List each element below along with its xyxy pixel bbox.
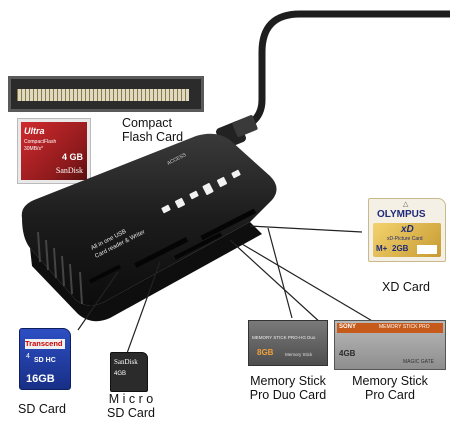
label-compact-flash: Compact Flash Card <box>122 116 183 144</box>
cf-type: CompactFlash <box>24 139 57 145</box>
label-compact-flash-line1: Compact <box>122 116 173 130</box>
led-indicators <box>161 169 241 214</box>
sd-class: 4 <box>26 353 30 360</box>
pointer-lines <box>77 225 375 357</box>
micro-sd-card: SanDisk 4GB <box>110 352 148 392</box>
xd-type: M+ <box>376 244 388 253</box>
ms-pro-card: SONY MEMORY STICK PRO 4GB MAGIC GATE <box>334 320 446 370</box>
ms-pro-capacity: 4GB <box>339 349 356 358</box>
ms-duo-maker: Memory Stick <box>285 352 313 357</box>
label-micro-sd-line1: M i c r o <box>108 392 154 406</box>
slot-cf <box>134 237 189 268</box>
sd-card: Transcend 4 SD HC 16GB <box>19 328 71 390</box>
cf-brand: Ultra <box>24 126 45 136</box>
xd-warning-icon: △ <box>403 201 409 208</box>
slot-sd <box>88 264 122 284</box>
cf-speed: 30MB/s* <box>24 146 43 152</box>
label-ms-pro-line2: Pro Card <box>364 388 416 402</box>
xd-logo: xD <box>401 224 414 235</box>
micro-sd-capacity: 4GB <box>114 371 127 377</box>
ms-pro-duo-card: MEMORY STICK PRO-HG Duo 8GB Memory Stick <box>248 320 328 366</box>
xd-capacity: 2GB <box>392 244 409 253</box>
label-ms-pro-line1: Memory Stick <box>352 374 428 388</box>
ms-duo-name: MEMORY STICK PRO-HG Duo <box>252 335 316 340</box>
label-micro-sd-line2: SD Card <box>107 406 155 420</box>
cf-connector-strip <box>8 76 204 112</box>
label-sd-card: SD Card <box>18 402 66 416</box>
xd-brand: OLYMPUS <box>377 209 426 220</box>
cf-card: Ultra CompactFlash 30MB/s* 4 GB SanDisk <box>17 118 91 184</box>
ms-pro-maker: MAGIC GATE <box>403 359 435 365</box>
label-xd-card: XD Card <box>382 280 430 294</box>
cf-maker: SanDisk <box>55 166 83 175</box>
cf-capacity: 4 GB <box>61 152 83 162</box>
label-ms-pro: Memory Stick Pro Card <box>338 374 442 402</box>
sd-capacity: 16GB <box>26 373 55 385</box>
label-micro-sd: M i c r o SD Card <box>96 392 166 420</box>
micro-sd-brand: SanDisk <box>114 358 138 366</box>
ms-pro-name: MEMORY STICK PRO <box>379 324 430 330</box>
label-compact-flash-line2: Flash Card <box>122 130 184 144</box>
label-ms-pro-duo-line2: Pro Duo Card <box>249 388 327 402</box>
ms-duo-capacity: 8GB <box>257 348 274 357</box>
sd-brand: Transcend <box>25 339 63 348</box>
slot-ms <box>173 232 223 260</box>
ms-pro-brand: SONY <box>339 324 357 330</box>
xd-sub: xD-Picture Card <box>387 236 423 242</box>
slot-xd <box>200 208 257 241</box>
label-ms-pro-duo-line1: Memory Stick <box>250 374 326 388</box>
sd-logo: SD HC <box>34 357 56 364</box>
xd-card: △ OLYMPUS xD xD-Picture Card M+ 2GB <box>368 198 446 262</box>
label-ms-pro-duo: Memory Stick Pro Duo Card <box>236 374 340 402</box>
